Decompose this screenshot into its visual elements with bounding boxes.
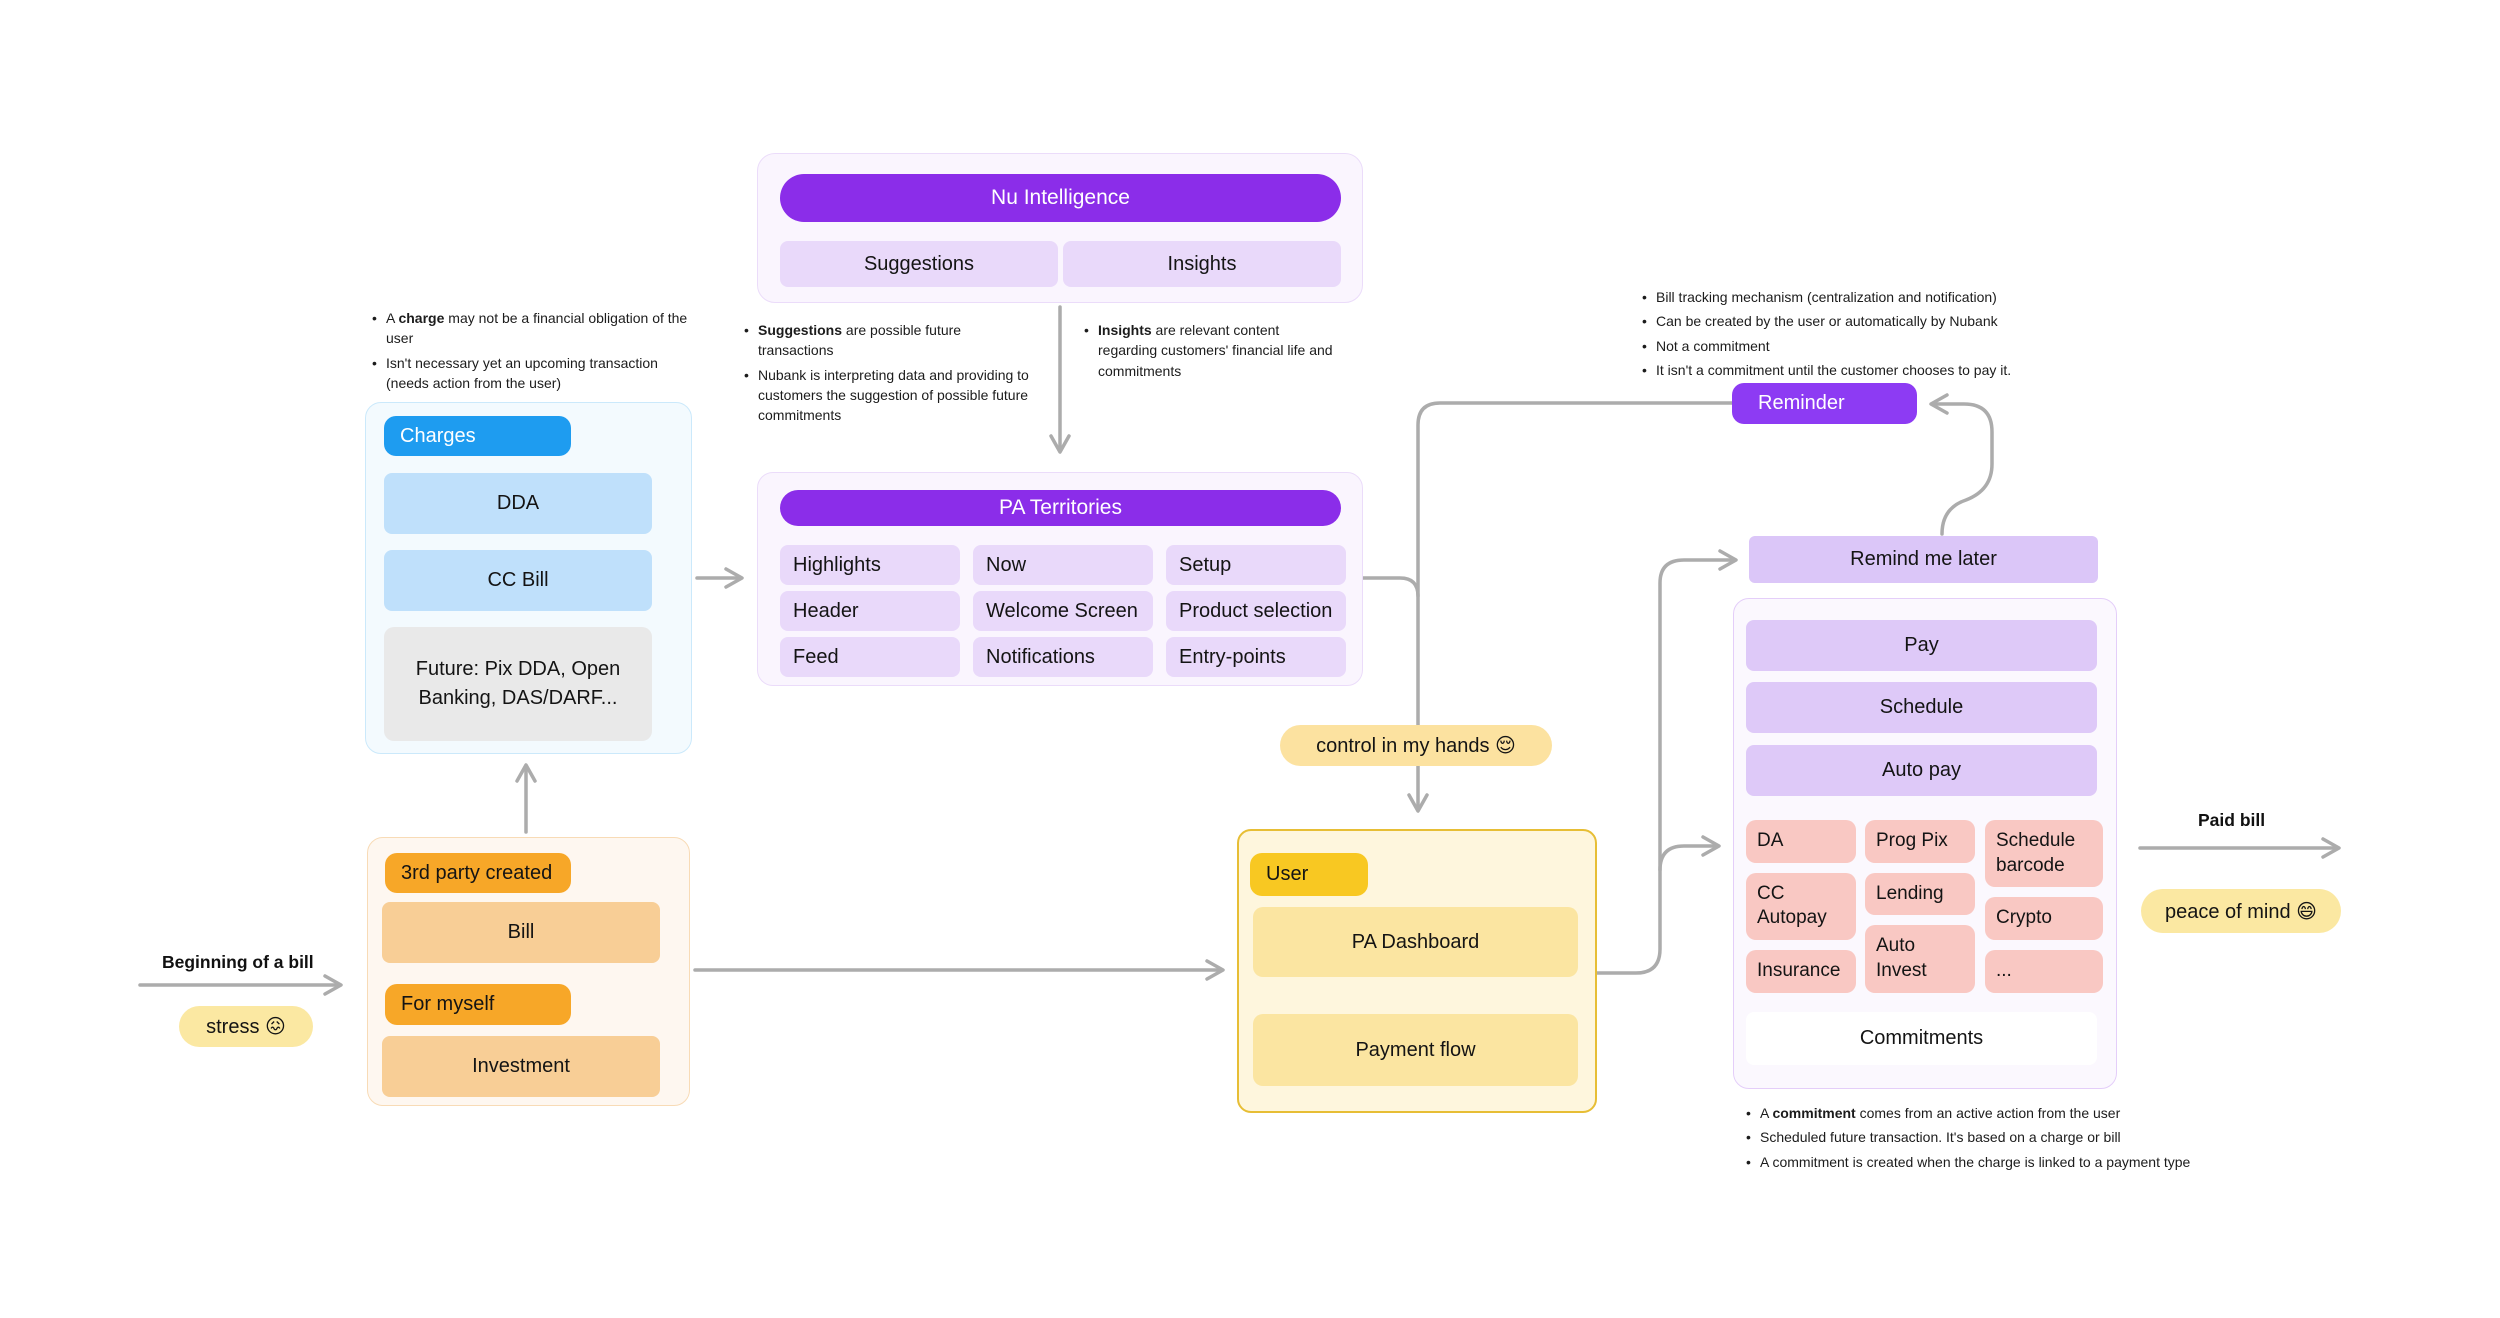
- payment-type-cc-autopay[interactable]: CC Autopay: [1746, 872, 1856, 941]
- payment-type-column-1: DA CC Autopay Insurance: [1746, 820, 1856, 993]
- reminder-tag[interactable]: Reminder: [1732, 383, 1917, 424]
- payment-type-crypto[interactable]: Crypto: [1985, 897, 2103, 941]
- payment-type-schedule-barcode[interactable]: Schedule barcode: [1985, 820, 2103, 888]
- charge-item-cc-bill[interactable]: CC Bill: [384, 550, 652, 611]
- nu-cell-suggestions[interactable]: Suggestions: [780, 241, 1058, 287]
- pa-cell-product-selection[interactable]: Product selection: [1166, 591, 1346, 631]
- peace-of-mind-pill[interactable]: peace of mind 😄: [2141, 889, 2341, 933]
- payment-flow-item[interactable]: Payment flow: [1253, 1014, 1578, 1086]
- for-myself-tag[interactable]: For myself: [385, 984, 571, 1025]
- commitments-item[interactable]: Commitments: [1746, 1012, 2097, 1065]
- payment-type-column-2: Prog Pix Lending Auto Invest: [1865, 820, 1975, 993]
- pa-territories-header[interactable]: PA Territories: [780, 490, 1341, 526]
- pa-cell-highlights[interactable]: Highlights: [780, 545, 960, 585]
- bill-item[interactable]: Bill: [382, 902, 660, 963]
- control-in-my-hands-pill[interactable]: control in my hands 😌: [1280, 725, 1552, 766]
- pa-cell-header[interactable]: Header: [780, 591, 960, 631]
- payment-type-prog-pix[interactable]: Prog Pix: [1865, 820, 1975, 863]
- pa-dashboard-item[interactable]: PA Dashboard: [1253, 907, 1578, 977]
- charge-item-future[interactable]: Future: Pix DDA, Open Banking, DAS/DARF.…: [384, 627, 652, 741]
- commitment-notes: A commitment comes from an active action…: [1744, 1103, 2244, 1176]
- payment-action-auto-pay[interactable]: Auto pay: [1746, 745, 2097, 796]
- payment-type-insurance[interactable]: Insurance: [1746, 950, 1856, 993]
- payment-action-schedule[interactable]: Schedule: [1746, 682, 2097, 733]
- remind-me-later-item[interactable]: Remind me later: [1749, 536, 2098, 583]
- payment-type-column-3: Schedule barcode Crypto ...: [1985, 820, 2103, 993]
- beginning-of-a-bill-label: Beginning of a bill: [162, 952, 314, 972]
- insights-notes: Insights are relevant content regarding …: [1082, 320, 1337, 385]
- charge-definition-notes: A charge may not be a financial obligati…: [370, 308, 700, 397]
- pa-cell-entry-points[interactable]: Entry-points: [1166, 637, 1346, 677]
- payment-type-auto-invest[interactable]: Auto Invest: [1865, 925, 1975, 993]
- payment-action-pay[interactable]: Pay: [1746, 620, 2097, 671]
- third-party-created-tag[interactable]: 3rd party created: [385, 853, 571, 893]
- stress-emotion-pill[interactable]: stress 😖: [179, 1006, 313, 1047]
- nu-intelligence-header[interactable]: Nu Intelligence: [780, 174, 1341, 222]
- reminder-notes: Bill tracking mechanism (centralization …: [1640, 287, 2080, 384]
- pa-cell-feed[interactable]: Feed: [780, 637, 960, 677]
- suggestions-notes: Suggestions are possible future transact…: [742, 320, 1037, 429]
- paid-bill-label: Paid bill: [2198, 810, 2266, 830]
- payment-type-da[interactable]: DA: [1746, 820, 1856, 863]
- pa-cell-notifications[interactable]: Notifications: [973, 637, 1153, 677]
- pa-cell-welcome-screen[interactable]: Welcome Screen: [973, 591, 1153, 631]
- charge-item-dda[interactable]: DDA: [384, 473, 652, 534]
- charges-tag[interactable]: Charges: [384, 416, 571, 456]
- user-tag[interactable]: User: [1250, 853, 1368, 896]
- payment-type-more[interactable]: ...: [1985, 950, 2103, 993]
- payment-type-lending[interactable]: Lending: [1865, 872, 1975, 916]
- pa-cell-now[interactable]: Now: [973, 545, 1153, 585]
- nu-cell-insights[interactable]: Insights: [1063, 241, 1341, 287]
- pa-cell-setup[interactable]: Setup: [1166, 545, 1346, 585]
- investment-item[interactable]: Investment: [382, 1036, 660, 1097]
